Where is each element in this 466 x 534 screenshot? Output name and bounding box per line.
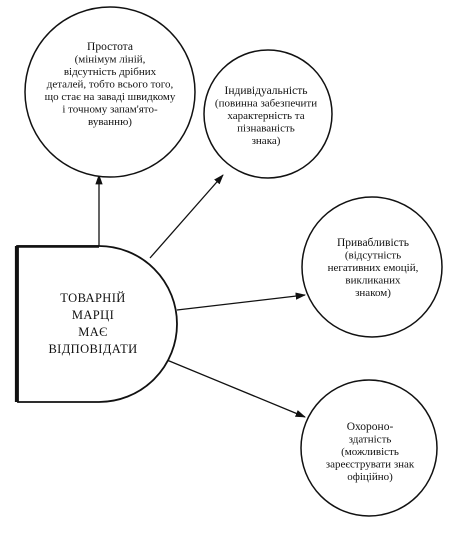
requirement-simplicity: Простота(мінімум ліній,відсутність дрібн… (24, 6, 196, 178)
requirement-individuality-line: знака) (252, 135, 281, 147)
source-label-line: ВІДПОВІДАТИ (48, 342, 137, 356)
source-node: ТОВАРНІЙ МАРЦІ МАЄ ВІДПОВІДАТИ (14, 245, 178, 403)
requirement-attractiveness-line: викликаних (345, 275, 401, 287)
source-label-line: ТОВАРНІЙ (60, 291, 125, 305)
requirement-simplicity-line: вуванню) (88, 116, 132, 128)
requirement-attractiveness-line: (відсутність (345, 250, 401, 262)
connector-arrows (95, 173, 307, 418)
arrow-to-attractiveness (176, 292, 307, 311)
source-label-line: МАРЦІ (72, 308, 114, 322)
requirement-protectability-line: (можливість (341, 446, 399, 458)
requirement-individuality-line: Індивідуальність (225, 85, 308, 97)
requirement-protectability-line: здатність (349, 434, 392, 446)
requirement-simplicity-line: (мінімум ліній, (75, 54, 146, 66)
requirement-individuality: Індивідуальність(повинна забезпечитихара… (203, 49, 333, 179)
requirement-simplicity-line: що стає на заваді швидкому (45, 91, 176, 103)
requirement-circle (24, 6, 196, 178)
source-shape (17, 245, 178, 403)
requirement-simplicity-line: відсутність дрібних (64, 66, 157, 78)
requirement-individuality-line: характерність та (227, 110, 304, 122)
requirement-attractiveness-line: знаком) (355, 287, 391, 299)
requirement-protectability: Охороно-здатність(можливістьзареєструват… (300, 379, 438, 517)
requirement-individuality-line: пізнаваність (237, 123, 295, 135)
requirement-attractiveness-line: Привабливість (337, 237, 409, 249)
requirement-individuality-line: (повинна забезпечити (215, 98, 317, 110)
requirement-circle (203, 49, 333, 179)
requirement-protectability-line: зареєструвати знак (326, 459, 415, 471)
requirement-simplicity-line: деталей, тобто всього того, (47, 79, 174, 91)
source-label-line: МАЄ (78, 325, 108, 339)
requirement-simplicity-line: і точному запам'ято- (62, 104, 158, 116)
requirement-protectability-line: Охороно- (347, 421, 394, 433)
requirement-circle (301, 196, 443, 338)
requirement-circle (300, 379, 438, 517)
requirement-protectability-line: офіційно) (347, 471, 393, 483)
requirement-simplicity-line: Простота (87, 41, 133, 53)
arrow-to-protectability (161, 357, 306, 418)
requirement-attractiveness-line: негативних емоцій, (328, 262, 419, 274)
arrow-to-individuality (149, 174, 224, 259)
